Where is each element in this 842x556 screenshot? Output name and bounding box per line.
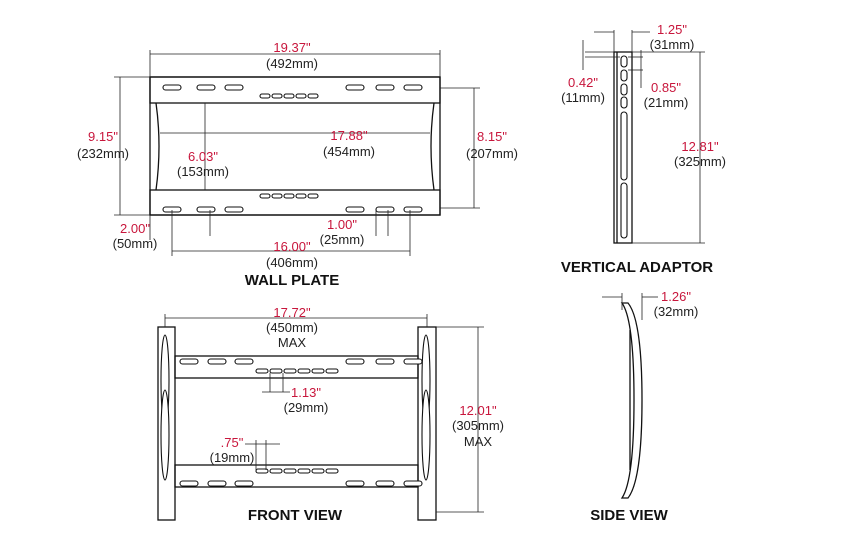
side-view-title: SIDE VIEW: [590, 507, 668, 524]
side-depth-mm: (32mm): [654, 304, 699, 319]
mounting-slot: [269, 468, 283, 474]
adaptor-hole-pitch-in: 0.85": [651, 80, 681, 95]
slot-width-in: 1.00": [327, 217, 357, 232]
adaptor-top-offset-mm: (11mm): [561, 90, 605, 105]
mounting-slot: [325, 368, 339, 374]
mounting-slot: [160, 389, 170, 481]
mounting-slot: [345, 206, 365, 213]
front-top-slot-in: 1.13": [291, 385, 321, 400]
adaptor-width-mm: (31mm): [650, 37, 695, 52]
mounting-slot: [295, 93, 307, 99]
side-view-drawing: [602, 293, 658, 499]
wall-plate-width-in: 19.37": [273, 40, 311, 55]
adaptor-top-offset-in: 0.42": [568, 75, 598, 90]
front-bottom-slot-mm: (19mm): [210, 450, 255, 465]
mounting-slot: [179, 358, 199, 365]
inner-width-mm: (454mm): [323, 144, 375, 159]
front-max-width-in: 17.72": [273, 305, 311, 320]
inner-width-in: 17.88": [330, 128, 368, 143]
mounting-slot: [234, 358, 254, 365]
wall-plate-title: WALL PLATE: [245, 272, 339, 289]
mounting-slot: [403, 84, 423, 91]
mounting-slot: [283, 368, 297, 374]
adaptor-width-in: 1.25": [657, 22, 687, 37]
mounting-slot: [311, 468, 325, 474]
mounting-slot: [269, 368, 283, 374]
mounting-slot: [345, 358, 365, 365]
mounting-slot: [196, 206, 216, 213]
mounting-slot: [345, 84, 365, 91]
mounting-slot: [307, 93, 319, 99]
slot-spacing-mm: (406mm): [266, 255, 318, 270]
mounting-slot: [295, 193, 307, 199]
mounting-slot: [403, 480, 423, 487]
mounting-slot: [375, 358, 395, 365]
mounting-slot: [259, 193, 271, 199]
mounting-slot: [259, 93, 271, 99]
mounting-slot: [375, 480, 395, 487]
adaptor-hole-pitch-mm: (21mm): [644, 95, 689, 110]
inner-height-mm: (207mm): [466, 146, 518, 161]
mounting-slot: [297, 368, 311, 374]
adaptor-height-in: 12.81": [681, 139, 719, 154]
inner-height-in: 8.15": [477, 129, 507, 144]
mounting-slot: [271, 93, 283, 99]
front-max-height-note: MAX: [464, 434, 493, 449]
mounting-slot: [224, 206, 244, 213]
mounting-slot: [375, 206, 395, 213]
mounting-slot: [283, 93, 295, 99]
front-max-width-mm: (450mm): [266, 320, 318, 335]
rail-spacing-in: 6.03": [188, 149, 218, 164]
mounting-slot: [297, 468, 311, 474]
mounting-slot: [207, 480, 227, 487]
mounting-slot: [311, 368, 325, 374]
mounting-slot: [162, 84, 182, 91]
mounting-slot: [307, 193, 319, 199]
side-depth-in: 1.26": [661, 289, 691, 304]
mounting-slot: [207, 358, 227, 365]
mounting-slot: [196, 84, 216, 91]
mounting-slot: [255, 468, 269, 474]
mounting-slot: [283, 468, 297, 474]
front-bottom-slot-in: .75": [221, 435, 244, 450]
slot-width-mm: (25mm): [320, 232, 365, 247]
front-view-title: FRONT VIEW: [248, 507, 343, 524]
wall-plate-drawing: [114, 50, 480, 256]
front-view-drawing: [157, 314, 484, 521]
vertical-adaptor-drawing: [582, 30, 705, 244]
slot-spacing-in: 16.00": [273, 239, 311, 254]
mounting-slot: [283, 193, 295, 199]
mounting-slot: [271, 193, 283, 199]
mounting-slot: [325, 468, 339, 474]
front-max-width-note: MAX: [278, 335, 307, 350]
mounting-slot: [255, 368, 269, 374]
adaptor-height-mm: (325mm): [674, 154, 726, 169]
edge-offset-in: 2.00": [120, 221, 150, 236]
mounting-slot: [345, 480, 365, 487]
front-top-slot-mm: (29mm): [284, 400, 329, 415]
vertical-adaptor-title: VERTICAL ADAPTOR: [561, 259, 713, 276]
mounting-slot: [224, 84, 244, 91]
wall-plate-width-mm: (492mm): [266, 56, 318, 71]
mounting-slot: [234, 480, 254, 487]
front-max-height-in: 12.01": [459, 403, 497, 418]
wall-plate-height-mm: (232mm): [77, 146, 129, 161]
edge-offset-mm: (50mm): [113, 236, 158, 251]
mounting-slot: [421, 389, 431, 481]
wall-plate-height-in: 9.15": [88, 129, 118, 144]
mounting-slot: [179, 480, 199, 487]
mounting-slot: [403, 358, 423, 365]
mounting-slot: [403, 206, 423, 213]
mounting-slot: [375, 84, 395, 91]
rail-spacing-mm: (153mm): [177, 164, 229, 179]
front-max-height-mm: (305mm): [452, 418, 504, 433]
